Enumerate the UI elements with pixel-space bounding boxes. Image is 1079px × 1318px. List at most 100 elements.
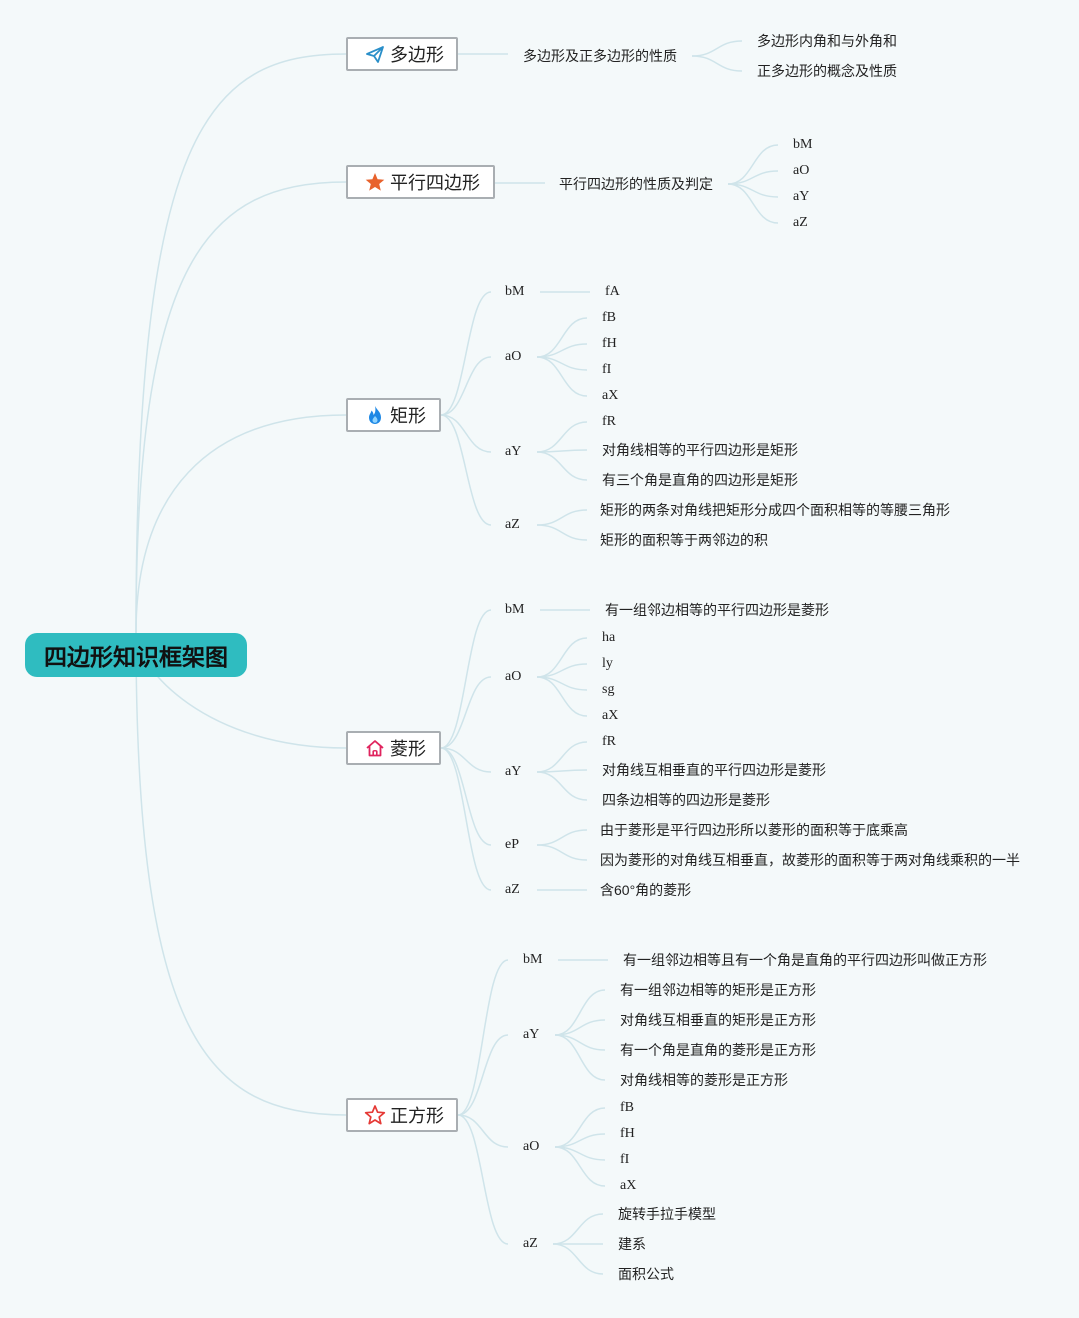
rhombus-sub[interactable]: aO [505,669,522,684]
rectangle-leaf[interactable]: 矩形的面积等于两邻边的积 [600,532,768,548]
connector-line [135,632,347,1116]
rhombus-leaf[interactable]: 由于菱形是平行四边形所以菱形的面积等于底乘高 [600,822,908,838]
parallelogram-leaf[interactable]: aO [793,163,810,178]
square-leaf[interactable]: 对角线相等的菱形是正方形 [620,1072,788,1088]
square-leaf[interactable]: fI [620,1152,630,1167]
house-icon [364,737,386,759]
rhombus-sub[interactable]: aZ [505,882,520,897]
rectangle-sub[interactable]: aZ [505,517,520,532]
square-leaf[interactable]: 对角线互相垂直的矩形是正方形 [620,1012,816,1028]
branch-parallelogram[interactable]: 平行四边形 [346,165,495,199]
rhombus-sub[interactable]: aY [505,764,522,779]
parallelogram-leaf[interactable]: aY [793,189,810,204]
branch-rhombus-label: 菱形 [390,739,426,759]
polygon-leaf[interactable]: 正多边形的概念及性质 [757,63,897,79]
rectangle-sub[interactable]: aY [505,444,522,459]
connector-line [536,844,588,861]
connector-line [440,676,492,749]
rectangle-sub[interactable]: bM [505,284,525,299]
branch-square[interactable]: 正方形 [346,1098,458,1132]
rhombus-leaf[interactable]: 因为菱形的对角线互相垂直，故菱形的面积等于两对角线乘积的一半 [600,852,1020,868]
square-leaf[interactable]: 旋转手拉手模型 [618,1206,716,1222]
connector-line [457,959,509,1116]
rhombus-leaf[interactable]: 四条边相等的四边形是菱形 [602,792,770,808]
connector-line [457,1114,509,1245]
branch-rectangle-label: 矩形 [390,406,426,426]
parallelogram-leaf[interactable]: aZ [793,215,808,230]
connector-line [440,356,492,416]
flame-icon [364,404,386,426]
connector-line [536,524,588,541]
connector-line [440,609,492,749]
connector-line [135,181,347,634]
connector-line [440,747,492,846]
connector-line [135,414,347,634]
connector-line [440,414,492,453]
square-sub[interactable]: aZ [523,1236,538,1251]
polygon-topic[interactable]: 多边形及正多边形的性质 [523,48,677,64]
connector-line [440,414,492,526]
root-topic[interactable]: 四边形知识框架图 [25,633,247,677]
connector-line [691,40,743,57]
branch-polygon-label: 多边形 [390,45,444,65]
connector-line [552,1243,604,1275]
connector-line [440,747,492,891]
connector-line [536,771,588,801]
rectangle-leaf[interactable]: aX [602,388,619,403]
rectangle-leaf[interactable]: fI [602,362,612,377]
square-leaf[interactable]: 有一组邻边相等的矩形是正方形 [620,982,816,998]
rectangle-leaf[interactable]: 有三个角是直角的四边形是矩形 [602,472,798,488]
connector-line [536,421,588,453]
rhombus-leaf[interactable]: 有一组邻边相等的平行四边形是菱形 [605,602,829,618]
branch-rectangle[interactable]: 矩形 [346,398,441,432]
rectangle-leaf[interactable]: fR [602,414,616,429]
connector-line [552,1213,604,1245]
square-leaf[interactable]: 建系 [618,1236,646,1252]
paper-plane-icon [364,43,386,65]
square-leaf[interactable]: 面积公式 [618,1266,674,1282]
square-leaf[interactable]: fH [620,1126,635,1141]
rectangle-leaf[interactable]: fB [602,310,616,325]
square-leaf[interactable]: fB [620,1100,634,1115]
connector-line [536,829,588,846]
rectangle-leaf[interactable]: fH [602,336,617,351]
square-leaf[interactable]: 有一个角是直角的菱形是正方形 [620,1042,816,1058]
connector-line [457,1114,509,1148]
square-sub[interactable]: bM [523,952,543,967]
connector-line [536,451,588,481]
rhombus-leaf[interactable]: ha [602,630,616,645]
square-leaf[interactable]: aX [620,1178,637,1193]
rhombus-leaf[interactable]: ly [602,656,613,671]
rhombus-leaf[interactable]: aX [602,708,619,723]
connector-line [691,55,743,72]
rhombus-leaf[interactable]: fR [602,734,616,749]
rectangle-sub[interactable]: aO [505,349,522,364]
parallelogram-leaf[interactable]: bM [793,137,813,152]
square-sub[interactable]: aO [523,1139,540,1154]
rectangle-leaf[interactable]: 对角线相等的平行四边形是矩形 [602,442,798,458]
connector-line [536,676,588,717]
connector-line [135,53,347,634]
rectangle-leaf[interactable]: fA [605,284,620,299]
rhombus-leaf[interactable]: 含60°角的菱形 [600,882,692,898]
connector-line [457,1034,509,1116]
rhombus-leaf[interactable]: sg [602,682,615,697]
star-filled-icon [364,171,386,193]
rhombus-leaf[interactable]: 对角线互相垂直的平行四边形是菱形 [602,762,826,778]
branch-polygon[interactable]: 多边形 [346,37,458,71]
connector-line [536,741,588,773]
connector-line [440,291,492,416]
rectangle-leaf[interactable]: 矩形的两条对角线把矩形分成四个面积相等的等腰三角形 [600,502,950,518]
rhombus-sub[interactable]: bM [505,602,525,617]
branch-parallelogram-label: 平行四边形 [390,173,480,193]
square-leaf[interactable]: 有一组邻边相等且有一个角是直角的平行四边形叫做正方形 [623,952,987,968]
square-sub[interactable]: aY [523,1027,540,1042]
connector-line [554,989,606,1036]
connector-line [440,747,492,773]
parallelogram-topic[interactable]: 平行四边形的性质及判定 [559,176,713,192]
polygon-leaf[interactable]: 多边形内角和与外角和 [757,33,897,49]
branch-rhombus[interactable]: 菱形 [346,731,441,765]
rhombus-sub[interactable]: eP [505,837,519,852]
